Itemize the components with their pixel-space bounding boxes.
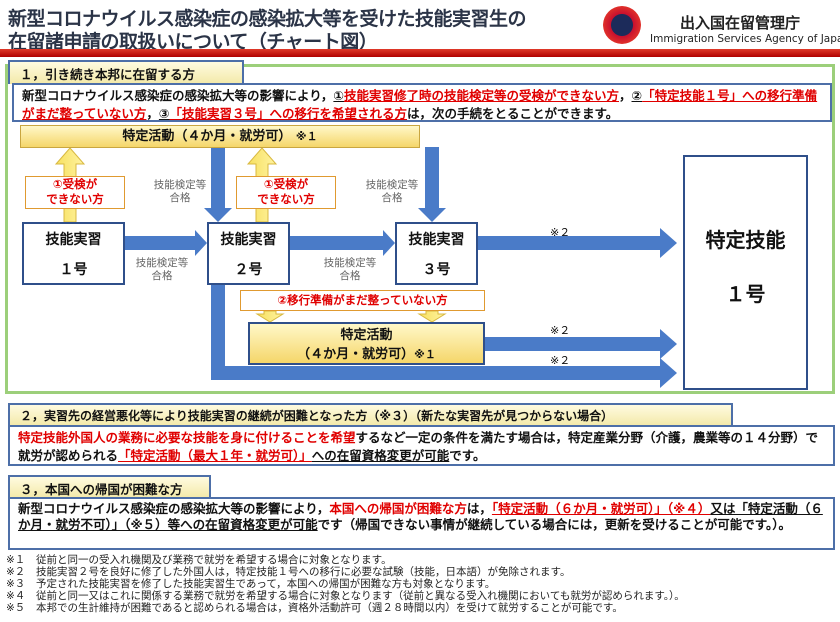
- section2-text: 特定技能外国人の業務に必要な技能を身に付けることを希望するなど一定の条件を満たす…: [8, 425, 835, 466]
- pass-label-1: 技能検定等 合格: [153, 179, 207, 204]
- pass-label-2: 技能検定等 合格: [365, 179, 419, 204]
- note2-label-1: ※２: [550, 226, 571, 239]
- note2-label-3: ※２: [550, 354, 571, 367]
- arrow-top-to-2: [204, 147, 232, 222]
- not-ready-label: ②移行準備がまだ整っていない方: [240, 290, 485, 311]
- arrow-2-to-3: [290, 230, 395, 256]
- pass-label-4: 技能検定等 合格: [323, 257, 377, 282]
- header-divider: [0, 49, 840, 57]
- page-title-line1: 新型コロナウイルス感染症の感染拡大等を受けた技能実習生の: [8, 8, 527, 30]
- arrow-2-to-ssw: [211, 285, 677, 388]
- section3-tab: ３，本国への帰国が困難な方: [8, 475, 211, 498]
- section3-text: 新型コロナウイルス感染症の感染拡大等の影響により，本国への帰国が困難な方は，「特…: [8, 497, 835, 550]
- agency-logo: [603, 6, 641, 44]
- section2-tab: ２，実習先の経営悪化等により技能実習の継続が困難となった方（※３）（新たな実習先…: [8, 403, 733, 426]
- arrow-lower-to-ssw: [485, 329, 677, 359]
- pass-label-3: 技能検定等 合格: [135, 257, 189, 282]
- cannot-exam-label-1: ①受検が できない方: [25, 176, 125, 209]
- section1-frame: [5, 64, 835, 394]
- arrow-notready-right: [417, 310, 447, 323]
- arrow-1-to-2: [125, 230, 207, 256]
- arrow-3-to-ssw: [478, 228, 677, 258]
- note2-label-2: ※２: [550, 324, 571, 337]
- arrow-notready-left: [255, 310, 285, 323]
- cannot-exam-label-2: ①受検が できない方: [236, 176, 336, 209]
- page-title-line2: 在留諸申請の取扱いについて（チャート図）: [8, 31, 378, 53]
- lower-activity-box: 特定活動（４か月・就労可）※１: [248, 322, 485, 365]
- top-activity-bar: 特定活動（４か月・就労可） ※１: [20, 125, 420, 148]
- flow-arrows: [54, 147, 677, 388]
- arrow-top-to-3: [418, 147, 446, 222]
- agency-name-en: Immigration Services Agency of Japan: [650, 33, 840, 45]
- agency-name-jp: 出入国在留管理庁: [680, 14, 801, 32]
- section1-intro: 新型コロナウイルス感染症の感染拡大等の影響により，①技能実習修了時の技能検定等の…: [12, 83, 832, 122]
- section1-tab: １，引き続き本邦に在留する方: [8, 60, 244, 84]
